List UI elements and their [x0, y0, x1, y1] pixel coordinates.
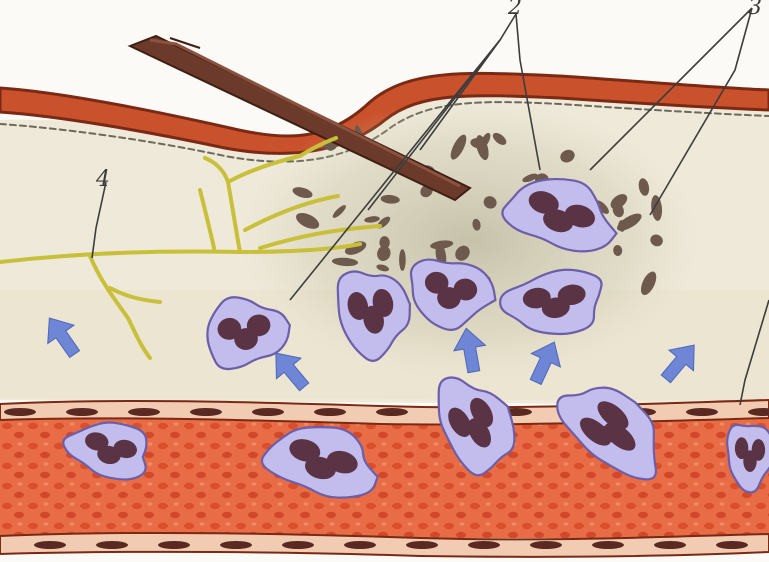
endothelial-nucleus	[406, 541, 438, 549]
endothelial-nucleus	[716, 541, 748, 549]
endothelial-nucleus	[96, 541, 128, 549]
endothelial-nucleus	[34, 541, 66, 549]
endothelial-nucleus	[592, 541, 624, 549]
endothelial-nucleus	[314, 408, 346, 416]
endothelial-nucleus	[468, 541, 500, 549]
endothelial-nucleus	[344, 541, 376, 549]
endothelial-nucleus	[128, 408, 160, 416]
endothelial-nucleus	[220, 541, 252, 549]
endothelial-nucleus	[686, 408, 718, 416]
endothelial-nucleus	[66, 408, 98, 416]
endothelial-nucleus	[158, 541, 190, 549]
label-2: 2	[507, 0, 522, 20]
debris-speck	[399, 249, 406, 271]
endothelial-nucleus	[530, 541, 562, 549]
endothelial-nucleus	[654, 541, 686, 549]
endothelial-nucleus	[252, 408, 284, 416]
label-3: 3	[748, 0, 762, 20]
endothelial-nucleus	[282, 541, 314, 549]
endothelial-nucleus	[190, 408, 222, 416]
endothelial-nucleus	[376, 408, 408, 416]
label-4: 4	[95, 167, 110, 192]
endothelial-nucleus	[4, 408, 36, 416]
